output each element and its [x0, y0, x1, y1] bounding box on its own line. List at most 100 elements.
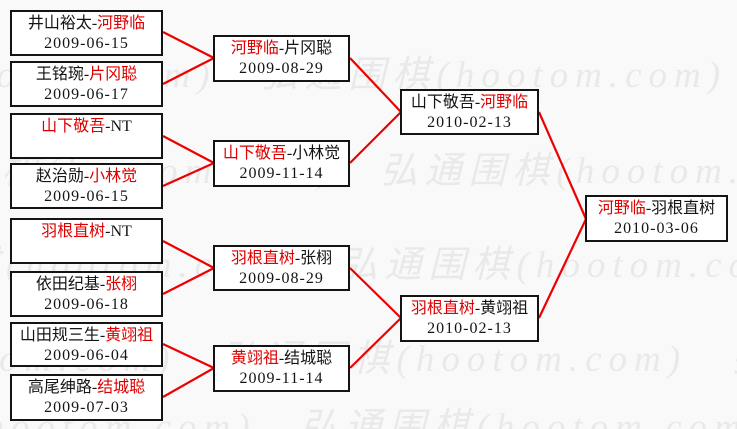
connector-line: [162, 135, 215, 164]
match-date: 2009-11-14: [239, 165, 324, 182]
name-separator: -: [286, 145, 293, 162]
name-separator: -: [83, 168, 90, 185]
player2-name: 河野临: [97, 15, 146, 32]
match-players: 高尾绅路-结城聪: [12, 378, 161, 398]
match-box-final: 河野临-羽根直树 2010-03-06: [585, 195, 728, 242]
match-players: 羽根直树-张栩: [215, 249, 348, 269]
match-players: 河野临-羽根直树: [587, 199, 726, 219]
player1-name: 井山裕太: [27, 15, 92, 32]
name-separator: -: [105, 118, 111, 135]
name-separator: -: [278, 350, 285, 367]
match-players: 依田纪基-张栩: [12, 275, 161, 295]
player2-name: 片冈聪: [284, 40, 333, 57]
player1-name: 黄翊祖: [230, 350, 279, 367]
match-players: 黄翊祖-结城聪: [215, 349, 348, 369]
connector-line: [162, 343, 215, 369]
match-date: 2009-06-18: [44, 296, 129, 313]
match-date: 2010-03-06: [614, 220, 699, 237]
player2-name: 片冈聪: [89, 66, 138, 83]
player2-name: 黄翊祖: [105, 327, 154, 344]
player2-name: 河野临: [480, 94, 529, 111]
name-separator: -: [91, 15, 98, 32]
player1-name: 王铭琬: [35, 66, 84, 83]
player1-name: 羽根直树: [41, 223, 106, 240]
match-players: 河野临-片冈聪: [215, 39, 348, 59]
name-separator: -: [99, 327, 106, 344]
match-box-semifinal-1: 山下敬吾-河野临 2010-02-13: [400, 89, 539, 135]
name-separator: -: [474, 94, 481, 111]
match-players: 山田规三生-黄翊祖: [12, 326, 161, 346]
player1-name: 羽根直树: [410, 300, 475, 317]
name-separator: -: [83, 66, 90, 83]
player2-name: 黄翊祖: [480, 300, 529, 317]
match-players: 井山裕太-河野临: [12, 14, 161, 34]
name-separator: -: [474, 300, 481, 317]
name-separator: -: [278, 40, 285, 57]
watermark-text: 弘通围棋(hootom.com) 弘通围棋(hootom.com) 弘通围棋(h…: [0, 407, 737, 429]
match-players: 羽根直树-NT: [12, 222, 161, 242]
match-box-r2-2: 山下敬吾-小林觉 2009-11-14: [213, 140, 350, 187]
match-box-r1-1: 井山裕太-河野临 2009-06-15: [10, 10, 163, 56]
match-date: 2010-02-13: [427, 114, 512, 131]
match-box-r2-3: 羽根直树-张栩 2009-08-29: [213, 245, 350, 291]
name-separator: -: [91, 379, 98, 396]
match-box-r1-7: 山田规三生-黄翊祖 2009-06-04: [10, 322, 163, 367]
player2-name: 羽根直树: [651, 200, 716, 217]
match-box-r1-4: 赵治勋-小林觉 2009-06-15: [10, 163, 163, 209]
connector-line: [349, 267, 402, 319]
connector-line: [349, 57, 402, 113]
match-box-r2-4: 黄翊祖-结城聪 2009-11-14: [213, 345, 350, 392]
player2-name: 小林觉: [89, 168, 138, 185]
player1-name: 山下敬吾: [222, 145, 287, 162]
connector-line: [538, 218, 587, 319]
player2-name: 张栩: [105, 276, 138, 293]
player2-name: 小林觉: [292, 145, 341, 162]
name-separator: -: [645, 200, 652, 217]
connector-line: [162, 161, 215, 188]
connector-line: [349, 111, 402, 164]
match-box-r2-1: 河野临-片冈聪 2009-08-29: [213, 35, 350, 82]
name-separator: -: [105, 223, 111, 240]
match-date: 2009-08-29: [239, 270, 324, 287]
name-separator: -: [294, 250, 301, 267]
match-date: 2009-06-04: [44, 347, 129, 364]
match-players: 赵治勋-小林觉: [12, 167, 161, 187]
match-date: 2009-07-03: [44, 399, 129, 416]
match-box-r1-3: 山下敬吾-NT: [10, 113, 163, 159]
match-date: 2009-08-29: [239, 60, 324, 77]
player1-name: 山下敬吾: [41, 118, 106, 135]
connector-line: [162, 31, 215, 59]
connector-line: [349, 317, 402, 369]
match-box-r1-8: 高尾绅路-结城聪 2009-07-03: [10, 374, 163, 421]
player1-name: 赵治勋: [35, 168, 84, 185]
player1-name: 高尾绅路: [27, 379, 92, 396]
player1-name: 依田纪基: [35, 276, 100, 293]
match-date: 2010-02-13: [427, 320, 512, 337]
player2-name: 结城聪: [97, 379, 146, 396]
player1-name: 山田规三生: [19, 327, 100, 344]
match-date: 2009-06-15: [44, 35, 129, 52]
match-players: 王铭琬-片冈聪: [12, 65, 161, 85]
player1-name: 河野临: [597, 200, 646, 217]
connector-line: [162, 267, 215, 295]
match-players: 山下敬吾-NT: [12, 117, 161, 137]
match-date: 2009-06-15: [44, 188, 129, 205]
player2-name: NT: [110, 223, 132, 240]
match-box-semifinal-2: 羽根直树-黄翊祖 2010-02-13: [400, 295, 539, 342]
connector-line: [162, 240, 215, 269]
match-box-r1-6: 依田纪基-张栩 2009-06-18: [10, 271, 163, 317]
player1-name: 山下敬吾: [410, 94, 475, 111]
match-date: 2009-11-14: [239, 370, 324, 387]
player2-name: NT: [110, 118, 132, 135]
connector-line: [162, 57, 215, 85]
player2-name: 张栩: [300, 250, 333, 267]
match-players: 山下敬吾-河野临: [402, 93, 537, 113]
match-players: 羽根直树-黄翊祖: [402, 299, 537, 319]
player1-name: 羽根直树: [230, 250, 295, 267]
player1-name: 河野临: [230, 40, 279, 57]
connector-line: [162, 367, 215, 398]
match-box-r1-5: 羽根直树-NT: [10, 218, 163, 264]
player2-name: 结城聪: [284, 350, 333, 367]
